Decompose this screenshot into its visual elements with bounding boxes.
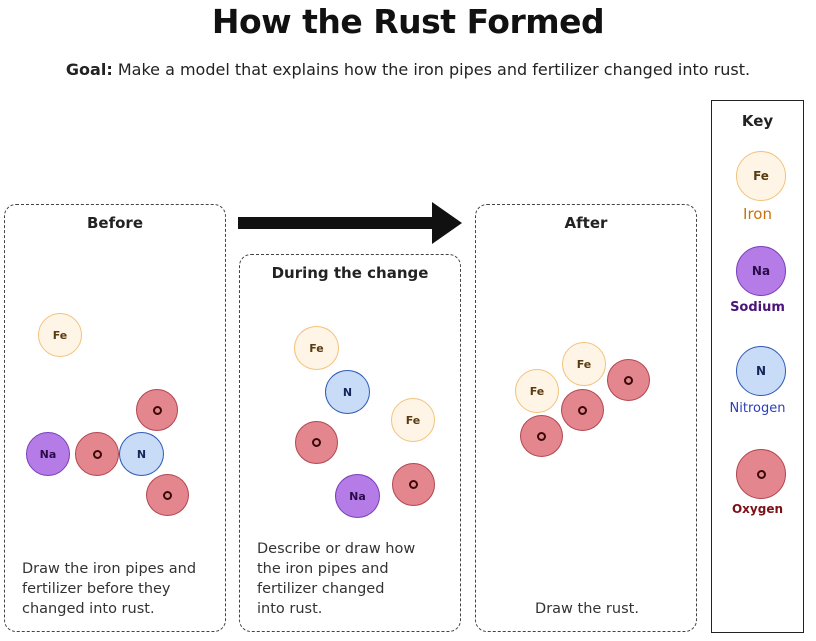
key-nitrogen-label: Nitrogen [729, 401, 786, 416]
key-legend: Key Fe Iron Na Sodium N Nitrogen Oxygen [711, 100, 804, 633]
during-panel[interactable]: During the change Describe or draw how t… [239, 254, 461, 632]
after-description: Draw the rust. [535, 601, 639, 617]
key-oxygen-atom [736, 449, 786, 499]
key-nitrogen-atom: N [736, 346, 786, 396]
after-oxygen-atom [561, 389, 604, 431]
goal-label: Goal: [65, 60, 113, 79]
before-title: Before [86, 214, 143, 232]
goal-statement: Goal: Make a model that explains how the… [0, 60, 816, 79]
before-oxygen-atom [75, 432, 119, 476]
after-title: After [564, 214, 608, 232]
arrow-head [432, 202, 462, 244]
key-title: Key [741, 112, 774, 130]
after-iron-atom: Fe [515, 369, 559, 413]
during-oxygen-atom [392, 463, 435, 506]
before-description: Draw the iron pipes and fertilizer befor… [22, 561, 197, 617]
key-sodium-atom: Na [736, 246, 786, 296]
process-arrow [238, 202, 462, 244]
arrow-shaft [238, 217, 434, 229]
key-iron-label: Iron [743, 205, 772, 223]
before-panel[interactable]: Before Draw the iron pipes and fertilize… [4, 204, 226, 632]
after-panel[interactable]: After Draw the rust. [475, 204, 697, 632]
during-sodium-atom: Na [335, 474, 380, 518]
during-title: During the change [271, 264, 429, 282]
after-oxygen-atom [607, 359, 650, 401]
key-iron-atom: Fe [736, 151, 786, 201]
key-sodium-label: Sodium [730, 300, 785, 315]
during-iron-atom: Fe [294, 326, 339, 370]
during-nitrogen-atom: N [325, 370, 370, 414]
during-oxygen-atom [295, 421, 338, 464]
goal-text: Make a model that explains how the iron … [117, 60, 751, 79]
key-oxygen-label: Oxygen [731, 502, 784, 516]
before-oxygen-atom [146, 474, 189, 516]
before-sodium-atom: Na [26, 432, 70, 476]
during-iron-atom: Fe [391, 398, 435, 442]
after-oxygen-atom [520, 415, 563, 457]
before-oxygen-atom [136, 389, 178, 431]
page-title: How the Rust Formed [211, 2, 605, 41]
during-description: Describe or draw how the iron pipes and … [257, 541, 416, 617]
after-iron-atom: Fe [562, 342, 606, 386]
before-iron-atom: Fe [38, 313, 82, 357]
before-nitrogen-atom: N [119, 432, 164, 476]
